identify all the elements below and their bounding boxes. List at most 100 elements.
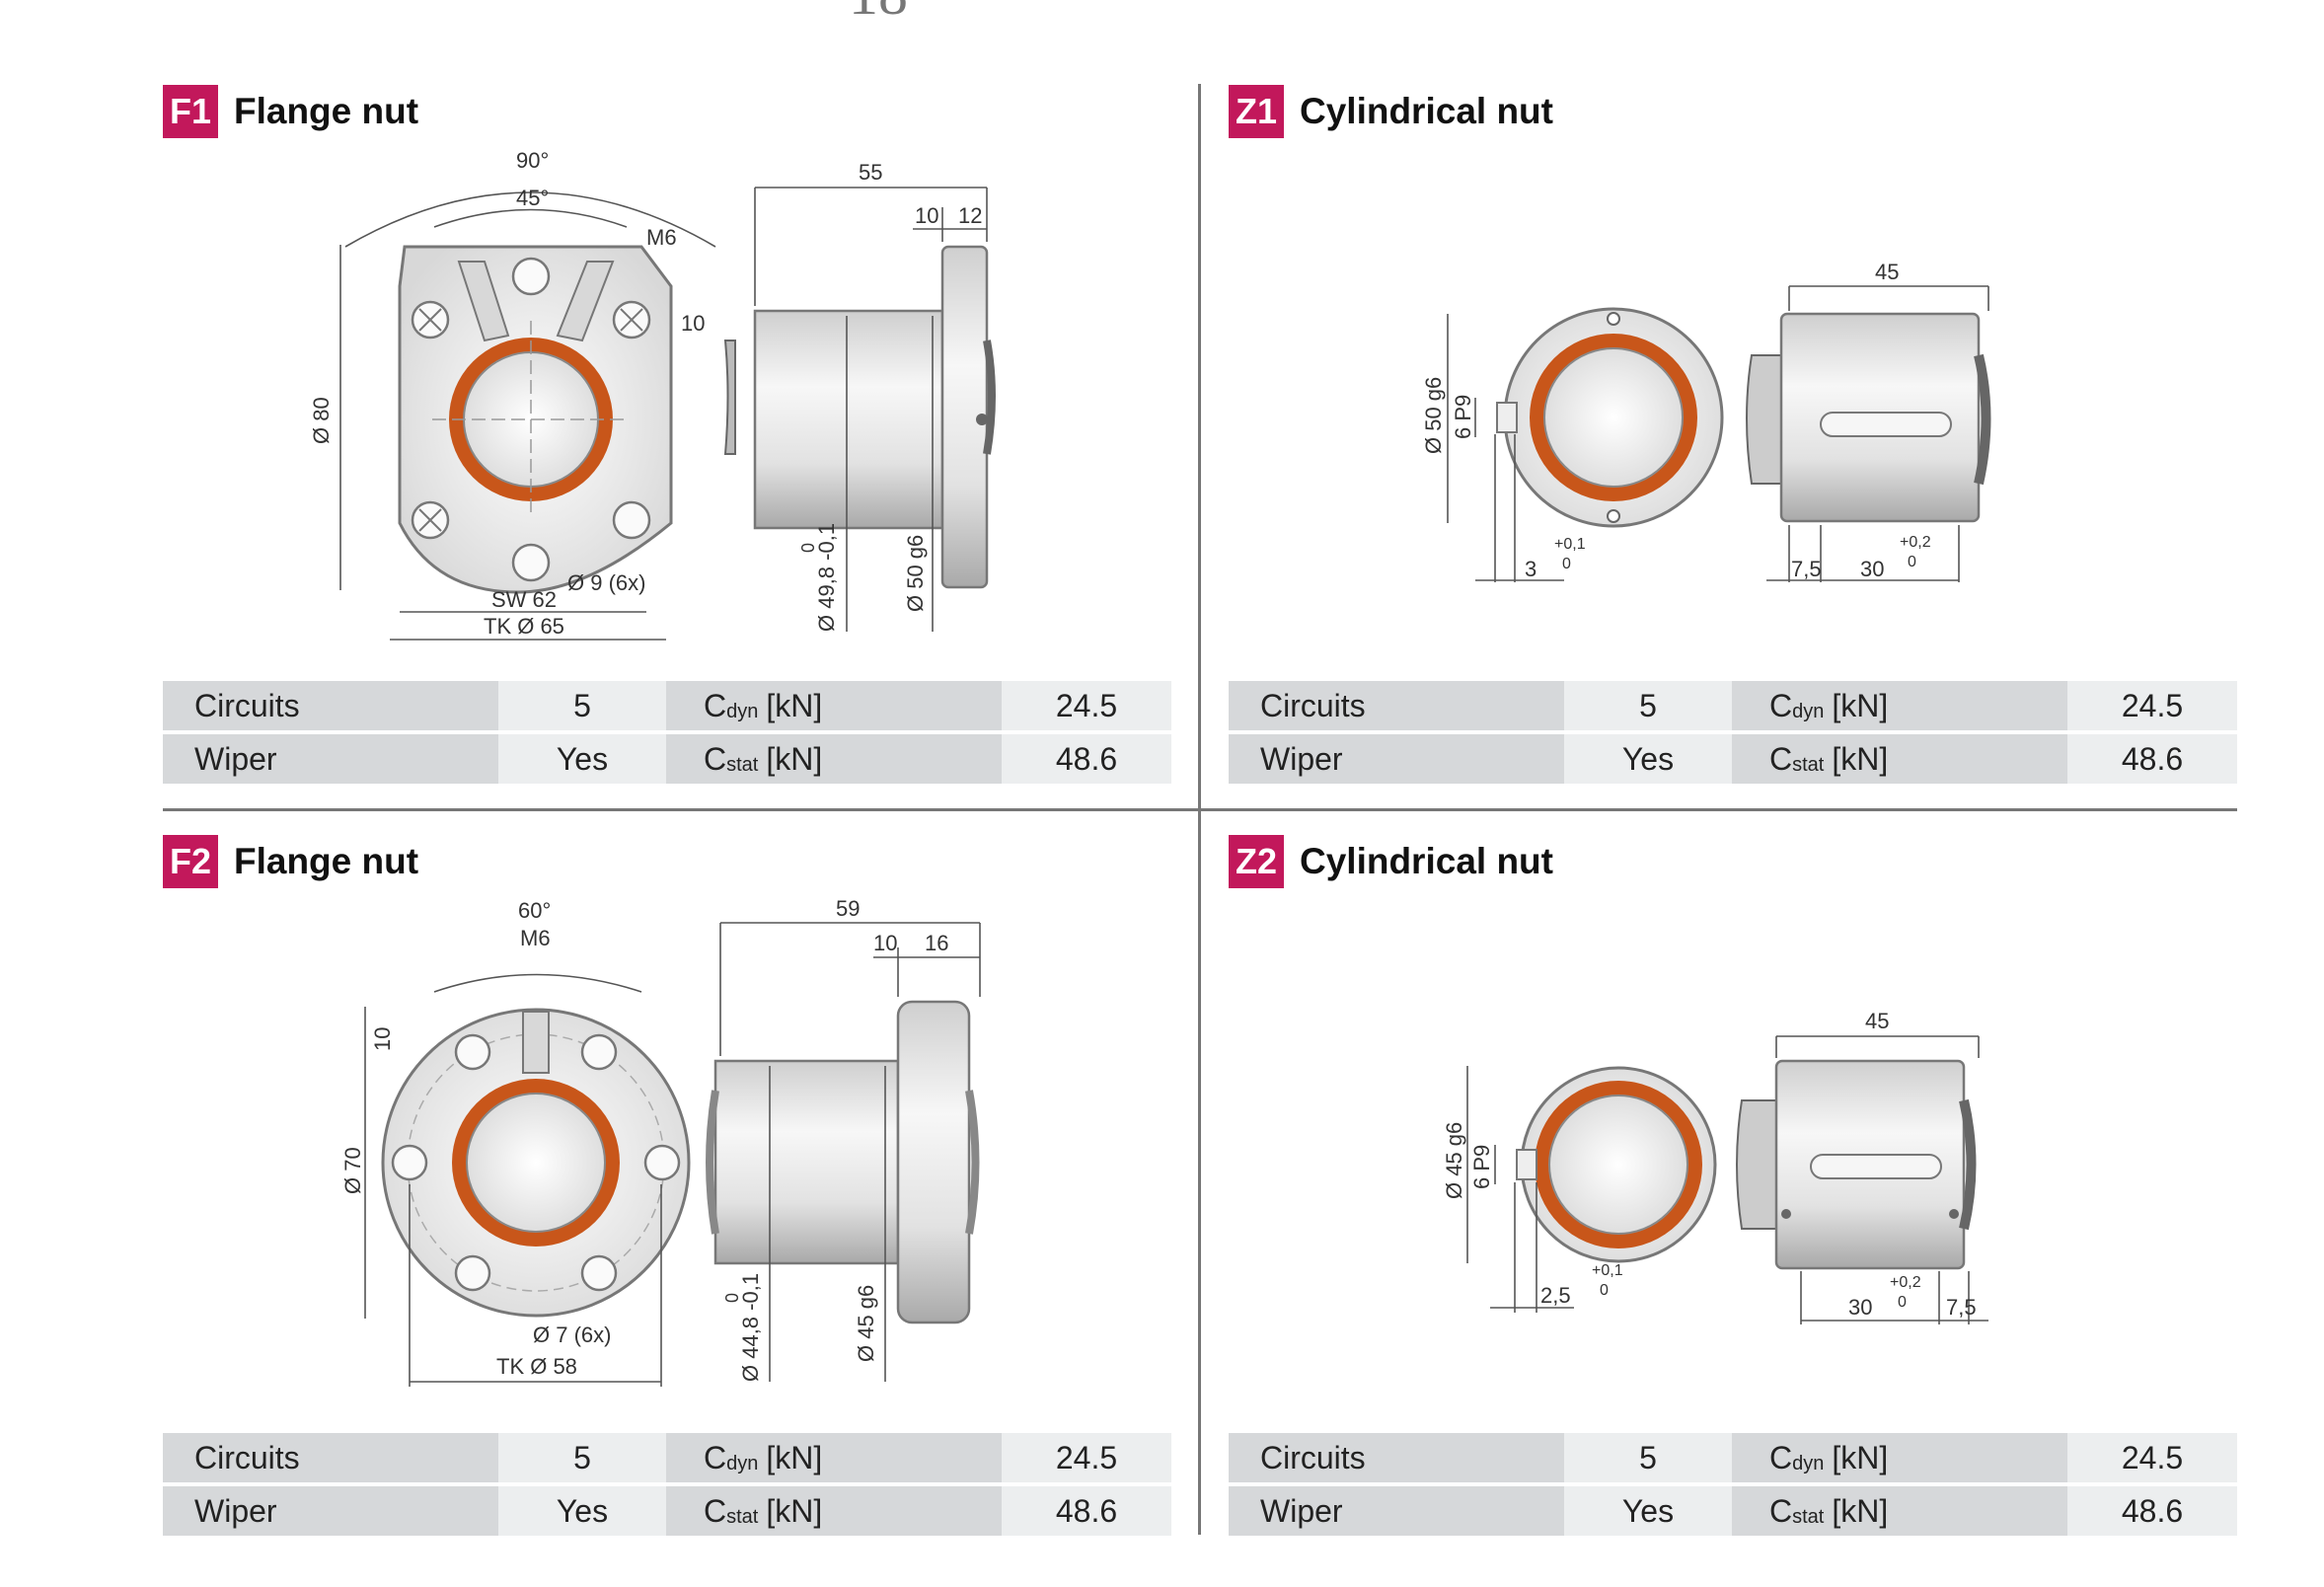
- param-value: 24.5: [2067, 1433, 2237, 1482]
- param-value: 48.6: [1002, 734, 1171, 784]
- param-value: 48.6: [2067, 734, 2237, 784]
- dim-length: 55: [859, 160, 882, 185]
- param-value: 48.6: [1002, 1486, 1171, 1536]
- dim-depth: 10: [681, 311, 705, 336]
- dim-b-tol-up: +0,2: [1900, 534, 1931, 551]
- dim-sw: SW 62: [491, 587, 557, 612]
- dim-a: 7,5: [1946, 1295, 1977, 1320]
- section-heading: F2 Flange nut: [163, 835, 418, 888]
- dim-b-tol-low: 0: [1908, 554, 1916, 570]
- z1-technical-drawing: Ø 50 g6 6 P9 3 +0,1 0 45 7,5 30 +0,2 0: [1421, 260, 1991, 582]
- dim-body-diameter: Ø 49,8 -0,1: [814, 523, 839, 632]
- section-z2-cylindrical-nut: Z2 Cylindrical nut Ø 45 g6 6 P9 2,5 +0,1…: [1229, 829, 2255, 1579]
- row-value: Yes: [1564, 734, 1732, 784]
- page-number-partial: 18: [849, 0, 908, 29]
- section-title: Flange nut: [234, 91, 419, 131]
- dim-diameter: Ø 80: [309, 397, 334, 444]
- section-f1-flange-nut: F1 Flange nut: [163, 79, 1189, 829]
- dim-key: 6 P9: [1469, 1145, 1494, 1189]
- dim-length-b: 12: [958, 203, 982, 228]
- dim-diameter: Ø 45 g6: [1442, 1122, 1466, 1199]
- dim-fit-diameter: Ø 45 g6: [854, 1285, 878, 1362]
- section-title: Cylindrical nut: [1300, 91, 1553, 131]
- f1-technical-drawing: 90° 45° M6 10 Ø 80 SW 62 Ø 9 (6x) TK Ø 6…: [309, 148, 996, 641]
- dim-angle-inner: 45°: [516, 186, 549, 210]
- row-label: Wiper: [1229, 1486, 1564, 1536]
- dim-slot: 2,5: [1540, 1283, 1571, 1308]
- section-heading: Z2 Cylindrical nut: [1229, 835, 1553, 888]
- dim-slot: 3: [1525, 557, 1537, 581]
- dim-diameter: Ø 70: [340, 1147, 365, 1194]
- param-value: 24.5: [1002, 1433, 1171, 1482]
- dim-b: 30: [1860, 557, 1884, 581]
- dim-length: 45: [1875, 260, 1899, 284]
- z2-technical-drawing: Ø 45 g6 6 P9 2,5 +0,1 0 45 7,5 30 +0,2 0: [1442, 1009, 1988, 1324]
- dim-length-a: 10: [915, 203, 938, 228]
- section-title: Cylindrical nut: [1300, 841, 1553, 881]
- row-label: Wiper: [163, 734, 498, 784]
- dim-angle-outer: 90°: [516, 148, 549, 173]
- dim-body-tolerance: 0: [722, 1293, 742, 1303]
- row-value: Yes: [498, 734, 666, 784]
- dim-b-tol-up: +0,2: [1890, 1274, 1921, 1291]
- dim-thread: M6: [646, 225, 677, 250]
- dim-length: 59: [836, 896, 860, 921]
- horizontal-divider: [163, 808, 2237, 811]
- param-value: 24.5: [1002, 681, 1171, 730]
- dim-a: 7,5: [1791, 557, 1822, 581]
- section-badge: Z1: [1229, 85, 1284, 138]
- dim-depth: 10: [370, 1027, 395, 1051]
- dim-slot-tol-up: +0,1: [1554, 536, 1586, 553]
- dim-length-b: 16: [925, 931, 948, 955]
- row-value: 5: [498, 681, 666, 730]
- dim-tk: TK Ø 65: [484, 614, 564, 639]
- row-label: Circuits: [1229, 1433, 1564, 1482]
- f2-technical-drawing: 60° M6 10 Ø 70 Ø 7 (6x) TK Ø 58 59 10 16…: [340, 896, 981, 1387]
- section-heading: Z1 Cylindrical nut: [1229, 85, 1553, 138]
- section-f2-flange-nut: F2 Flange nut 60° M6 10 Ø 70: [163, 829, 1189, 1579]
- section-z1-cylindrical-nut: Z1 Cylindrical nut Ø 50 g6 6 P9 3 +0,1 0: [1229, 79, 2255, 829]
- dim-body-diameter: Ø 44,8 -0,1: [738, 1273, 763, 1382]
- section-badge: F1: [163, 85, 218, 138]
- dim-slot-tol-up: +0,1: [1592, 1262, 1623, 1279]
- dim-thread: M6: [520, 926, 551, 950]
- row-value: 5: [1564, 1433, 1732, 1482]
- dim-key: 6 P9: [1451, 395, 1475, 439]
- param-value: 24.5: [2067, 681, 2237, 730]
- dim-tk: TK Ø 58: [496, 1354, 577, 1379]
- dim-diameter: Ø 50 g6: [1421, 377, 1446, 454]
- dim-angle: 60°: [518, 898, 551, 923]
- dim-length-a: 10: [873, 931, 897, 955]
- row-label: Wiper: [163, 1486, 498, 1536]
- dim-length: 45: [1865, 1009, 1889, 1033]
- section-badge: Z2: [1229, 835, 1284, 888]
- row-value: 5: [1564, 681, 1732, 730]
- section-badge: F2: [163, 835, 218, 888]
- row-label: Circuits: [1229, 681, 1564, 730]
- row-value: Yes: [1564, 1486, 1732, 1536]
- param-value: 48.6: [2067, 1486, 2237, 1536]
- section-title: Flange nut: [234, 841, 419, 881]
- dim-body-tolerance: 0: [798, 543, 818, 553]
- row-label: Circuits: [163, 1433, 498, 1482]
- dim-holes: Ø 9 (6x): [567, 570, 645, 595]
- dim-fit-diameter: Ø 50 g6: [903, 535, 928, 612]
- dim-b-tol-low: 0: [1898, 1294, 1907, 1311]
